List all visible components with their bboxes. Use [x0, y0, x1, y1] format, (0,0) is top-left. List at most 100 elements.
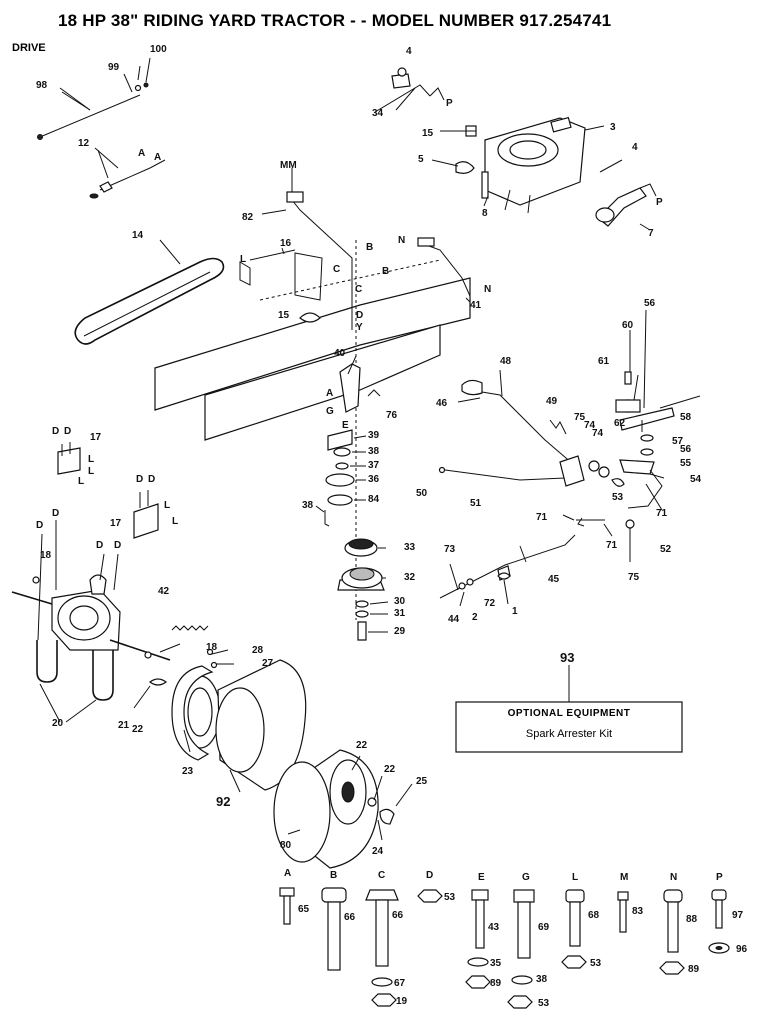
callout-label: 8 [482, 208, 488, 219]
hardware-part: 66 [344, 912, 356, 923]
hardware-letter: G [522, 872, 530, 883]
callout-label: 71 [656, 508, 668, 519]
callout-label: 62 [614, 418, 626, 429]
callout-label: 38 [302, 500, 314, 511]
callout-label: 93 [560, 650, 574, 665]
callout-label: 52 [660, 544, 672, 555]
callout-label: 23 [182, 766, 194, 777]
hardware-part: 65 [298, 904, 310, 915]
callout-label: 21 [118, 720, 130, 731]
callout-label: 14 [132, 230, 144, 241]
callout-label: 18 [206, 642, 218, 653]
callout-label: 41 [470, 300, 482, 311]
callout-label: 56 [644, 298, 656, 309]
callout-labels: 100 99 98 12 A A 4 34 P 15 3 5 8 4 P 7 M… [36, 44, 702, 857]
callout-label: 46 [436, 398, 448, 409]
callout-label: 33 [404, 542, 416, 553]
callout-label: 61 [598, 356, 610, 367]
callout-label: 22 [356, 740, 368, 751]
callout-label: 71 [606, 540, 618, 551]
callout-label: 57 [672, 436, 684, 447]
hardware-part: 69 [538, 922, 550, 933]
callout-label: 55 [680, 458, 692, 469]
callout-label: 49 [546, 396, 558, 407]
hardware-part: 66 [392, 910, 404, 921]
callout-label: 22 [384, 764, 396, 775]
callout-label: B [382, 266, 389, 277]
callout-label: D [356, 310, 363, 321]
callout-label: D [36, 520, 43, 531]
tractor-frame [154, 168, 471, 441]
callout-label: 56 [680, 444, 692, 455]
callout-label: D [52, 426, 59, 437]
hardware-part: 89 [490, 978, 502, 989]
hardware-letter: C [378, 870, 385, 881]
callout-label: 16 [280, 238, 292, 249]
callout-label: 48 [500, 356, 512, 367]
callout-label: 27 [262, 658, 274, 669]
callout-label: 45 [548, 574, 560, 585]
callout-label: 76 [386, 410, 398, 421]
callout-label: 34 [372, 108, 384, 119]
callout-label: 54 [690, 474, 702, 485]
callout-label: A [154, 152, 161, 163]
callout-label: L [172, 516, 178, 527]
callout-label: 4 [406, 46, 412, 57]
callout-label: 25 [416, 776, 428, 787]
callout-label: A [326, 388, 333, 399]
rod-assembly-n [417, 237, 471, 297]
hardware-part: 53 [590, 958, 602, 969]
callout-label: 72 [484, 598, 496, 609]
callout-label: L [88, 466, 94, 477]
callout-label: 53 [612, 492, 624, 503]
callout-label: P [446, 98, 453, 109]
callout-label: N [398, 235, 405, 246]
callout-label: L [164, 500, 170, 511]
callout-label: 73 [444, 544, 456, 555]
callout-label: P [656, 197, 663, 208]
callout-label: 50 [416, 488, 428, 499]
leader-lines [37, 73, 665, 841]
callout-label: 15 [278, 310, 290, 321]
wheel-assembly [171, 659, 395, 869]
callout-label: 5 [418, 154, 424, 165]
callout-label: Y [356, 322, 363, 333]
hardware-part: 96 [736, 944, 748, 955]
shift-linkage [438, 371, 701, 599]
callout-label: 17 [90, 432, 102, 443]
hardware-part: 88 [686, 914, 698, 925]
callout-label: 17 [110, 518, 122, 529]
hardware-letter: D [426, 870, 433, 881]
callout-label: A [138, 148, 145, 159]
optional-equipment-heading: OPTIONAL EQUIPMENT [508, 708, 631, 719]
callout-label: 98 [36, 80, 48, 91]
callout-label: 42 [158, 586, 170, 597]
callout-label: 32 [404, 572, 416, 583]
hardware-part: 19 [396, 996, 408, 1007]
callout-label: 30 [394, 596, 406, 607]
hardware-legend: A 65 B 66 C 66 67 19 D 53 E 43 35 89 G [279, 868, 748, 1009]
callout-label: 15 [422, 128, 434, 139]
callout-label: 29 [394, 626, 406, 637]
hardware-letter: L [572, 872, 578, 883]
callout-label: 80 [280, 840, 292, 851]
callout-label: 22 [132, 724, 144, 735]
cable-assembly [37, 57, 151, 140]
hardware-part: 43 [488, 922, 500, 933]
callout-label: B [366, 242, 373, 253]
center-pulley-stack [324, 240, 385, 641]
section-label: DRIVE [12, 42, 46, 54]
callout-label: 84 [368, 494, 380, 505]
callout-label: D [64, 426, 71, 437]
hardware-letter: N [670, 872, 677, 883]
callout-label: D [114, 540, 121, 551]
callout-label: 74 [592, 428, 604, 439]
callout-label: 75 [574, 412, 586, 423]
engine-pulley-assembly [374, 67, 657, 227]
callout-label: 100 [150, 44, 167, 55]
hardware-part: 53 [538, 998, 550, 1009]
callout-label: D [52, 508, 59, 519]
callout-label: 3 [610, 122, 616, 133]
callout-label: 38 [368, 446, 380, 457]
